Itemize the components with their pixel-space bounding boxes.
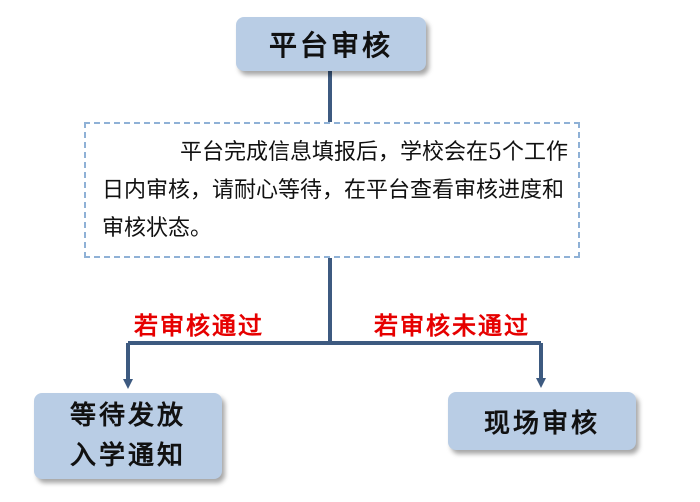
await-admission-notice-line1: 等待发放 — [69, 401, 186, 431]
branch-label-pass: 若审核通过 — [134, 311, 264, 340]
review-info-box: 平台完成信息填报后，学校会在5个工作日内审核，请耐心等待，在平台查看审核进度和审… — [84, 122, 580, 258]
onsite-review-node: 现场审核 — [448, 392, 636, 450]
await-admission-notice-line2: 入学通知 — [69, 441, 186, 471]
onsite-review-label: 现场审核 — [483, 408, 600, 439]
branch-label-fail: 若审核未通过 — [374, 311, 530, 340]
await-admission-notice-node: 等待发放 入学通知 — [34, 393, 222, 479]
platform-review-label: 平台审核 — [268, 29, 393, 62]
platform-review-node: 平台审核 — [236, 17, 426, 71]
review-info-text: 平台完成信息填报后，学校会在5个工作日内审核，请耐心等待，在平台查看审核进度和审… — [102, 140, 568, 241]
